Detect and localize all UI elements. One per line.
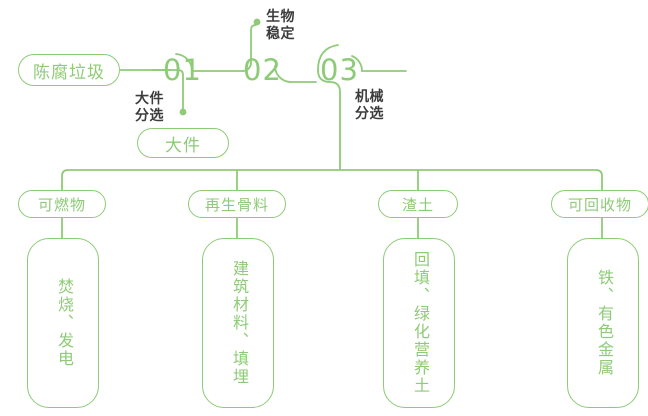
stage-annotation-03-line2: 分选 [355,104,384,121]
product-detail-box-2[interactable]: 建筑材料、填埋 [202,238,274,408]
arc-01-top [175,53,193,72]
stage-annotation-02: 生物 稳定 [266,8,295,41]
product-detail-text-4: 铁、有色金属 [595,269,612,377]
product-pill-1[interactable]: 可燃物 [18,190,106,218]
arc-02-right [274,65,292,83]
product-detail-text-3: 回填、绿化营养土 [411,251,428,395]
arc-03-top [317,44,339,71]
distribution-bar [61,169,603,187]
stage-annotation-03-line1: 机械 [355,88,384,104]
wire-03-to-bar [317,69,341,171]
dot-bio [253,18,261,26]
product-detail-text-1: 焚烧、发电 [55,278,72,368]
stage-annotation-01: 大件 分选 [135,90,164,123]
wire-01-to-dajian [151,69,184,111]
stage-number-01[interactable]: 01 [163,53,202,87]
arc-03-right [351,55,363,72]
branch-output-label: 大件 [165,135,201,155]
stage-annotation-01-line2: 分选 [135,106,164,123]
source-node-label: 陈腐垃圾 [33,62,105,82]
product-detail-box-1[interactable]: 焚烧、发电 [27,238,99,408]
product-label-3: 渣土 [401,196,434,214]
product-label-4: 可回收物 [567,196,632,214]
product-label-1: 可燃物 [37,196,86,214]
source-node-pill[interactable]: 陈腐垃圾 [18,54,120,86]
stage-number-02[interactable]: 02 [243,53,282,87]
product-label-2: 再生骨料 [204,196,269,214]
product-pill-2[interactable]: 再生骨料 [188,190,286,218]
product-pill-3[interactable]: 渣土 [378,190,458,218]
stage-number-03[interactable]: 03 [320,53,359,87]
product-detail-box-3[interactable]: 回填、绿化营养土 [383,238,455,408]
dot-dajian [179,108,187,116]
stage-annotation-02-line2: 稳定 [266,24,295,41]
stage-annotation-03: 机械 分选 [355,88,384,121]
product-detail-text-2: 建筑材料、填埋 [230,260,247,386]
stage-annotation-01-line1: 大件 [135,90,164,106]
arc-02-left [242,63,252,72]
product-detail-box-4[interactable]: 铁、有色金属 [567,238,639,408]
product-pill-4[interactable]: 可回收物 [551,190,648,218]
branch-output-pill-dajian[interactable]: 大件 [137,128,229,158]
stage-annotation-02-line1: 生物 [266,8,295,24]
